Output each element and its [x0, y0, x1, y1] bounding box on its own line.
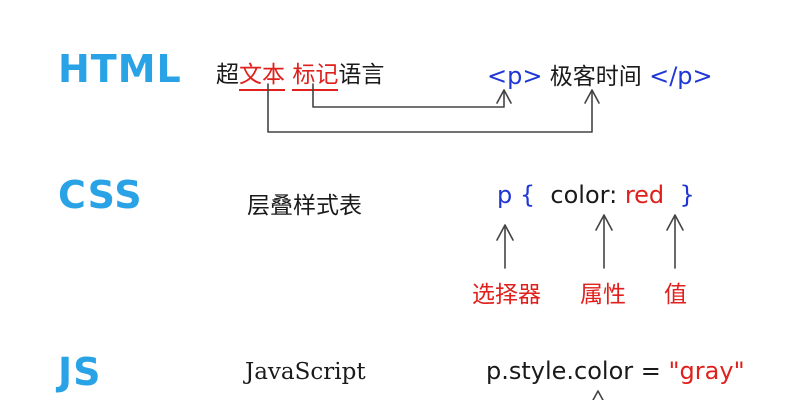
css-heading: CSS [58, 173, 143, 217]
arrowhead-selector [496, 224, 514, 241]
html-code-example: <p> 极客时间 </p> [487, 57, 713, 91]
arrow-hypertext-to-content [267, 83, 593, 133]
html-desc-suffix: 语言 [338, 62, 385, 88]
arrowhead-hypertext [584, 89, 600, 104]
css-description: 层叠样式表 [247, 193, 362, 219]
js-code-string: "gray" [668, 357, 745, 385]
css-brace-open: { [519, 181, 536, 209]
html-description: 超文本 标记语言 [216, 55, 385, 91]
html-heading: HTML [58, 47, 182, 91]
html-desc-prefix: 超 [216, 62, 239, 88]
html-close-tag: </p> [649, 62, 713, 90]
css-property: color: [550, 181, 618, 209]
js-code-example: p.style.color = "gray" [486, 357, 745, 385]
html-desc-markup: 标记 [292, 62, 339, 91]
arrowhead-value [666, 214, 684, 231]
css-value: red [624, 181, 665, 209]
css-label-value: 值 [664, 282, 687, 308]
css-selector: p [497, 181, 513, 209]
arrowhead-js-partial [592, 390, 604, 400]
js-heading: JS [58, 350, 102, 394]
js-description: JavaScript [245, 359, 366, 385]
css-code-example: p { color: red } [497, 181, 695, 209]
arrow-markup-to-tag [312, 83, 505, 108]
css-brace-close: } [679, 181, 695, 209]
js-code-statement: p.style.color = [486, 357, 669, 385]
html-open-tag: <p> [487, 62, 543, 90]
arrowhead-markup [496, 89, 512, 104]
arrowhead-property [595, 214, 613, 231]
css-label-property: 属性 [580, 282, 626, 308]
css-label-selector: 选择器 [472, 282, 541, 308]
html-tag-content: 极客时间 [542, 64, 650, 90]
html-desc-hypertext: 文本 [239, 62, 285, 91]
